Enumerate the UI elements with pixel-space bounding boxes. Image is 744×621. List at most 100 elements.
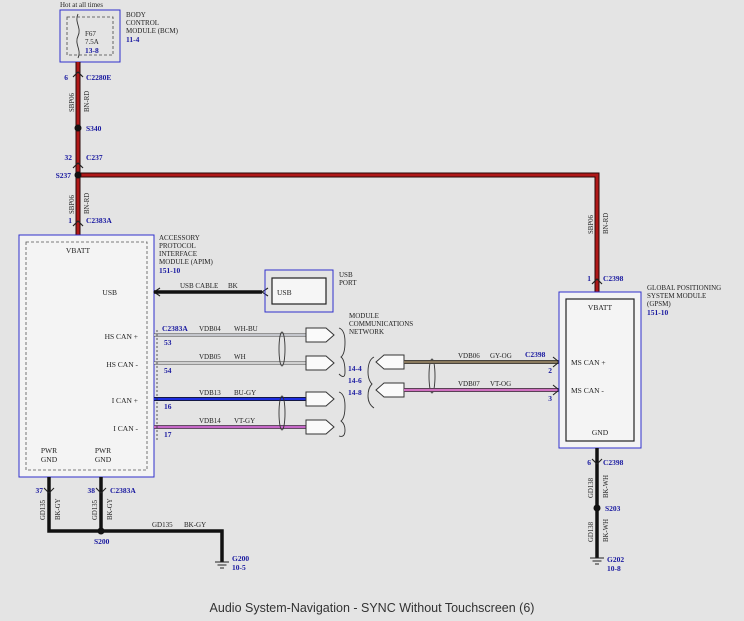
wire-sbp06-a: SBP06	[69, 93, 76, 112]
s200-label: S200	[94, 537, 110, 546]
g200-ref: 10-5	[232, 563, 246, 572]
ms-can-twist	[428, 358, 436, 394]
network-ref-3: 14-8	[348, 388, 362, 397]
usb-port-inner-label: USB	[277, 288, 292, 297]
c2398-pin: 1	[587, 274, 591, 283]
wire-wh: WH	[234, 353, 246, 361]
network-label-3: NETWORK	[349, 328, 384, 336]
apim-i-can-plus: I CAN +	[112, 396, 138, 405]
wire-sbp06-b: SBP06	[69, 195, 76, 214]
wire-bkgy-a: BK-GY	[55, 498, 62, 520]
apim-vbatt: VBATT	[66, 246, 91, 255]
s203-splice	[593, 504, 601, 512]
wire-usb-bk: BK	[228, 282, 238, 290]
s203-label: S203	[605, 504, 621, 513]
pin-54: 54	[164, 366, 172, 375]
diagram-caption: Audio System-Navigation - SYNC Without T…	[209, 601, 535, 615]
wire-gd135-h: GD135	[152, 521, 173, 529]
apim-label-4: MODULE (APIM)	[159, 258, 214, 266]
pin-3: 3	[548, 394, 552, 403]
usb-port-label-2: PORT	[339, 279, 357, 287]
wire-bkgy-h: BK-GY	[184, 521, 206, 529]
gpsm-inner-box	[565, 298, 635, 442]
network-brace-hs	[338, 327, 346, 377]
network-brace-right	[367, 356, 375, 409]
wire-sbp06-c: SBP06	[588, 215, 595, 234]
pin-37: 37	[36, 486, 44, 495]
wire-bnrd-c: BN-RD	[603, 213, 610, 234]
wire-vdb05: VDB05	[199, 353, 221, 361]
c237-connector: C237	[86, 153, 103, 162]
pin-16: 16	[164, 402, 172, 411]
g202-label: G202	[607, 555, 624, 564]
bcm-label-3: MODULE (BCM)	[126, 27, 179, 35]
c2280e-chevron	[72, 71, 84, 78]
wire-usb-cable: USB CABLE	[180, 282, 218, 290]
pin37-chevron	[43, 487, 55, 494]
wire-bugy: BU-GY	[234, 389, 256, 397]
pin-2: 2	[548, 366, 552, 375]
network-arrow-ms-minus	[375, 382, 405, 398]
wire-gd135-b: GD135	[92, 499, 99, 520]
wire-vtog: VT-OG	[490, 380, 511, 388]
wire-vdb13: VDB13	[199, 389, 221, 397]
network-ref-1: 14-4	[348, 364, 362, 373]
apim-label-2: PROTOCOL	[159, 242, 196, 250]
pin-38: 38	[88, 486, 96, 495]
wire-bnrd-a: BN-RD	[84, 91, 91, 112]
fuse-rating: 7.5A	[85, 38, 99, 46]
network-label-2: COMMUNICATIONS	[349, 320, 413, 328]
apim-ref: 151-10	[159, 266, 180, 275]
usb-port-chevron	[261, 287, 269, 297]
power-wire-bn-rd	[75, 62, 600, 292]
c2398-ms-label: C2398	[525, 350, 546, 359]
gpsm-gnd-chevron	[591, 458, 603, 465]
wire-gd138-b: GD138	[588, 521, 595, 542]
apim-gnd-2: GND	[95, 455, 112, 464]
c2383a-gnd-connector: C2383A	[110, 486, 136, 495]
fuse-box	[66, 16, 114, 56]
wire-vtgy: VT-GY	[234, 417, 255, 425]
apim-label-3: INTERFACE	[159, 250, 197, 258]
s200-splice	[97, 527, 105, 535]
apim-inner-box	[25, 241, 148, 471]
c2383a-hs-label: C2383A	[162, 324, 188, 333]
network-arrow-i-minus	[305, 419, 335, 435]
wiring-diagram: Hot at all times F67 7.5A 13-8 BODY CONT…	[18, 1, 721, 573]
network-brace-i	[338, 391, 346, 437]
fuse-name: F67	[85, 30, 96, 38]
pin-53: 53	[164, 338, 172, 347]
g200-ground-symbol	[215, 561, 229, 569]
gpsm-vbatt: VBATT	[588, 303, 613, 312]
wire-gyog: GY-OG	[490, 352, 512, 360]
g202-ref: 10-8	[607, 564, 621, 573]
apim-module-box	[18, 234, 155, 478]
c237-pin: 32	[65, 153, 73, 162]
c2398-chevron	[591, 278, 603, 285]
g202-ground-symbol	[590, 557, 604, 565]
s340-label: S340	[86, 124, 102, 133]
wire-whbu: WH-BU	[234, 325, 258, 333]
apim-label-1: ACCESSORY	[159, 234, 200, 242]
s340-splice	[74, 124, 82, 132]
c2383a-connector: C2383A	[86, 216, 112, 225]
wire-bkwh-a: BK-WH	[603, 475, 610, 498]
s237-splice	[74, 171, 82, 179]
network-arrow-i-plus	[305, 391, 335, 407]
apim-hs-can-minus: HS CAN -	[106, 360, 138, 369]
wire-bkgy-b: BK-GY	[107, 498, 114, 520]
wire-vdb14: VDB14	[199, 417, 221, 425]
apim-ground-wire	[47, 477, 224, 562]
network-arrow-hs-plus	[305, 327, 335, 343]
wire-bkwh-b: BK-WH	[603, 519, 610, 542]
gpsm-label-2: SYSTEM MODULE	[647, 292, 706, 300]
gpsm-ms-can-minus: MS CAN -	[571, 386, 604, 395]
gpsm-gnd-pin: 6	[587, 458, 591, 467]
c2280e-pin: 6	[64, 73, 68, 82]
wire-gd138-a: GD138	[588, 477, 595, 498]
network-ref-2: 14-6	[348, 376, 362, 385]
apim-pwr-1: PWR	[41, 446, 57, 455]
gpsm-label-1: GLOBAL POSITIONING	[647, 284, 721, 292]
wire-gd135-a: GD135	[40, 499, 47, 520]
bcm-box	[59, 9, 121, 63]
